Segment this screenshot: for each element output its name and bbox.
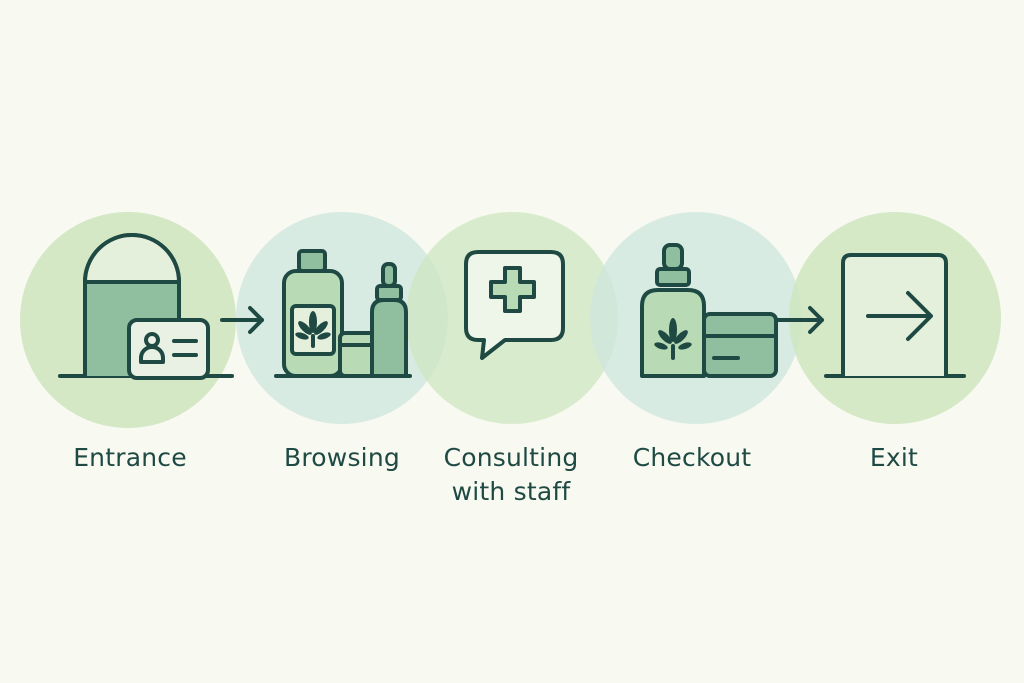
- door-with-id-card-icon: [58, 233, 234, 380]
- step-label-browsing: Browsing: [284, 443, 400, 472]
- cannabis-product-bottles-icon: [274, 249, 412, 378]
- arrow-icon: [220, 306, 264, 334]
- step-label-exit: Exit: [869, 443, 919, 472]
- arrow-icon: [774, 306, 824, 334]
- speech-bubble-plus-icon: [464, 250, 565, 360]
- exit-door-arrow-icon: [824, 253, 966, 378]
- tincture-and-payment-card-icon: [640, 243, 778, 378]
- step-label-consulting: Consulting with staff: [443, 443, 579, 506]
- step-label-entrance: Entrance: [73, 443, 187, 472]
- flow-arrows: [220, 306, 824, 334]
- step-label-checkout: Checkout: [632, 443, 752, 472]
